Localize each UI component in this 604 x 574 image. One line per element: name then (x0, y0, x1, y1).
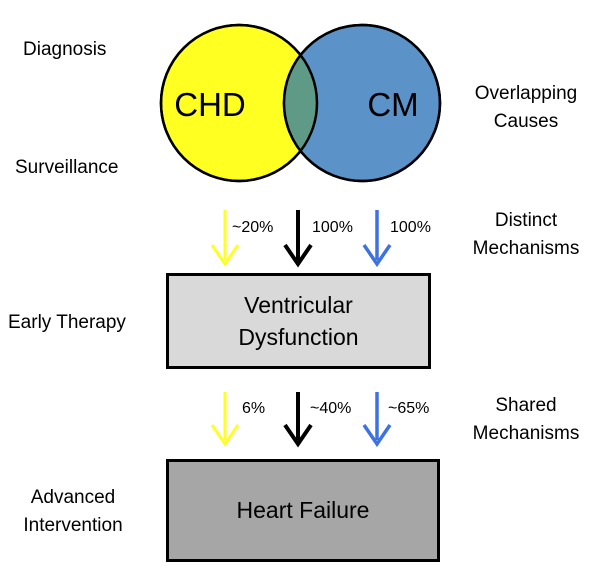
overlapping-causes-label: Overlapping Causes (456, 80, 596, 136)
ventricular-dysfunction-box: Ventricular Dysfunction (166, 273, 431, 369)
overlapping-line: Overlapping (474, 83, 578, 104)
surveillance-label: Surveillance (15, 157, 119, 178)
percent-top-overlap: 100% (312, 219, 353, 236)
shared-line: Shared (495, 395, 557, 416)
percent-bottom-overlap: ~40% (310, 400, 352, 417)
arrow-bottom-overlap (283, 392, 313, 448)
intervention-line: Intervention (23, 515, 123, 536)
chd-circle-outline (159, 23, 319, 183)
percent-top-chd: ~20% (232, 219, 274, 236)
heart-failure-box: Heart Failure (166, 459, 440, 562)
distinct-line: Distinct (494, 210, 558, 231)
shared-mechanisms-line: Mechanisms (472, 423, 580, 444)
ventricular-label: Ventricular (244, 292, 353, 318)
advanced-intervention-label: Advanced Intervention (8, 484, 138, 540)
arrow-bottom-chd (210, 392, 240, 447)
dysfunction-label: Dysfunction (238, 324, 359, 350)
chd-label: CHD (174, 86, 246, 123)
causes-line: Causes (493, 111, 559, 132)
diagnosis-label: Diagnosis (23, 39, 107, 60)
arrow-bottom-cm (362, 392, 392, 448)
cm-label: CM (367, 86, 418, 123)
heart-failure-label: Heart Failure (236, 497, 370, 523)
arrow-top-overlap (283, 210, 313, 268)
percent-top-cm: 100% (390, 219, 431, 236)
arrow-top-chd (210, 210, 240, 267)
cm-circle-outline (282, 23, 442, 183)
distinct-mechanisms-label: Distinct Mechanisms (456, 207, 596, 263)
arrow-top-cm (362, 210, 392, 268)
early-therapy-label: Early Therapy (8, 312, 126, 333)
shared-mechanisms-label: Shared Mechanisms (456, 392, 596, 448)
percent-bottom-chd: 6% (242, 400, 266, 417)
percent-bottom-cm: ~65% (388, 400, 430, 417)
distinct-mechanisms-line: Mechanisms (472, 238, 580, 259)
advanced-line: Advanced (30, 487, 116, 508)
